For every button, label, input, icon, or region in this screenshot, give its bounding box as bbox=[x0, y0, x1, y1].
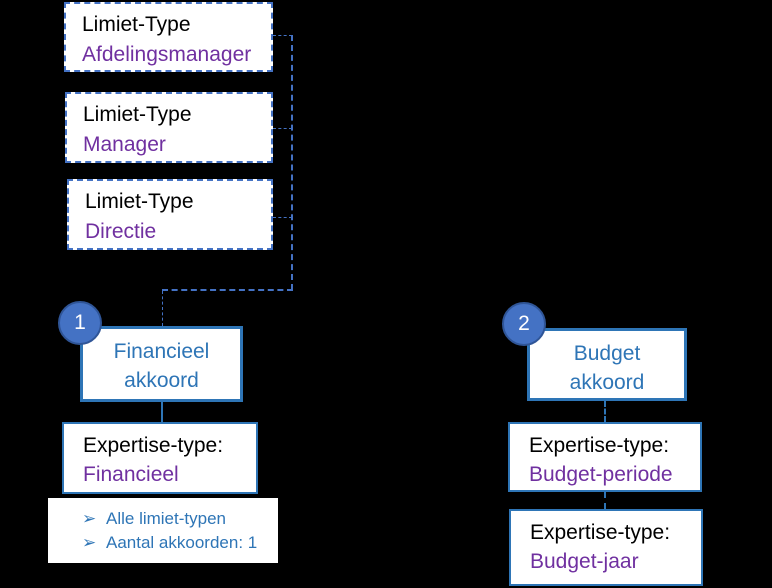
step-badge-2: 2 bbox=[502, 302, 546, 346]
limit-type-label: Limiet-Type bbox=[82, 13, 191, 36]
limit-type-label: Limiet-Type bbox=[85, 190, 194, 213]
connector-stub-afdelingsmanager bbox=[273, 35, 292, 36]
financieel-akkoord-box: Financieel akkoord bbox=[80, 326, 243, 402]
approval-title-line: akkoord bbox=[569, 371, 645, 394]
approval-title-line: Budget bbox=[573, 342, 641, 365]
connector-vertical-main bbox=[291, 35, 293, 290]
connector-stub-manager bbox=[273, 128, 292, 129]
connector-horizontal-bend bbox=[162, 289, 293, 291]
expertise-box-financieel: Expertise-type: Financieel bbox=[62, 422, 258, 494]
note-item: ➢ Aantal akkoorden: 1 bbox=[82, 531, 278, 555]
arrow-bullet-icon: ➢ bbox=[82, 533, 97, 552]
connector-financieel-to-expertise bbox=[161, 402, 163, 422]
connector-budget-to-periode bbox=[604, 401, 606, 422]
connector-periode-to-jaar bbox=[604, 492, 606, 509]
expertise-label: Expertise-type: bbox=[530, 521, 671, 544]
step-badge-1: 1 bbox=[58, 301, 102, 345]
limit-type-box-manager: Limiet-Type Manager bbox=[65, 92, 273, 163]
expertise-value: Budget-jaar bbox=[530, 550, 639, 573]
expertise-label: Expertise-type: bbox=[83, 434, 224, 457]
expertise-label: Expertise-type: bbox=[529, 434, 670, 457]
limit-type-box-directie: Limiet-Type Directie bbox=[67, 179, 273, 250]
note-text: Aantal akkoorden: 1 bbox=[106, 533, 258, 552]
connector-drop-to-financieel bbox=[162, 291, 163, 326]
expertise-box-budget-periode: Expertise-type: Budget-periode bbox=[508, 422, 702, 492]
note-item: ➢ Alle limiet-typen bbox=[82, 507, 278, 531]
expertise-value: Budget-periode bbox=[529, 463, 673, 486]
limit-type-label: Limiet-Type bbox=[83, 103, 192, 126]
connector-stub-directie bbox=[273, 217, 292, 218]
notes-box: ➢ Alle limiet-typen ➢ Aantal akkoorden: 1 bbox=[48, 498, 278, 563]
approval-title-line: akkoord bbox=[124, 369, 199, 392]
budget-akkoord-box: Budget akkoord bbox=[527, 328, 687, 401]
expertise-value: Financieel bbox=[83, 463, 179, 486]
note-text: Alle limiet-typen bbox=[106, 509, 226, 528]
arrow-bullet-icon: ➢ bbox=[82, 509, 97, 528]
limit-type-value: Manager bbox=[83, 133, 166, 156]
limit-type-box-afdelingsmanager: Limiet-Type Afdelingsmanager bbox=[64, 2, 273, 72]
expertise-box-budget-jaar: Expertise-type: Budget-jaar bbox=[509, 509, 703, 586]
limit-type-value: Afdelingsmanager bbox=[82, 43, 252, 66]
approval-title-line: Financieel bbox=[113, 340, 210, 363]
limit-type-value: Directie bbox=[85, 220, 157, 243]
